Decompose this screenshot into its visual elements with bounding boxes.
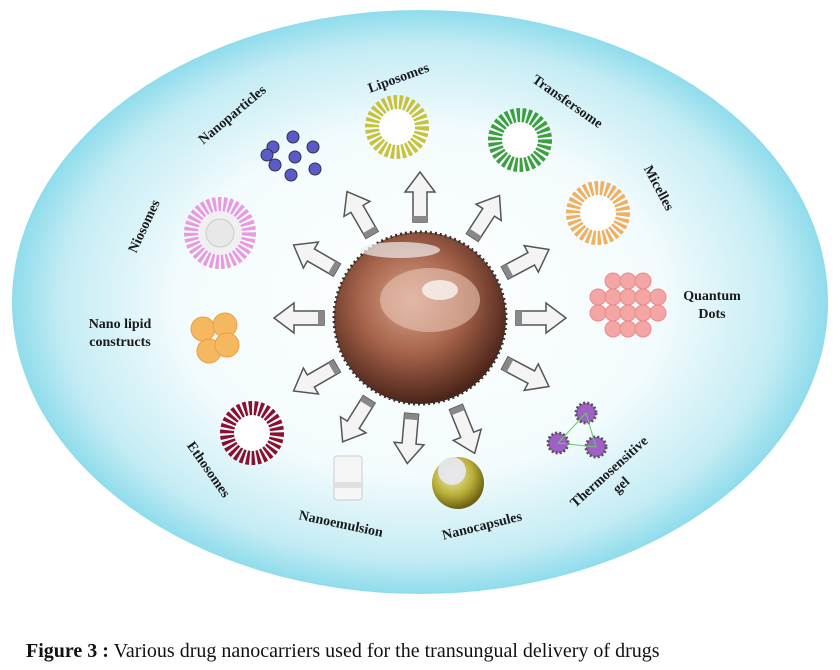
caption-prefix: Figure 3 :	[26, 640, 109, 662]
arrow-icon	[403, 170, 437, 223]
arrow-icon	[465, 194, 503, 243]
thermosensitive-gel-icon	[546, 401, 608, 459]
arrow-icon	[448, 403, 483, 455]
liposomes-icon	[365, 95, 429, 159]
nano-lipid-constructs-icon	[190, 312, 240, 364]
arrow-icon	[515, 301, 568, 335]
niosomes-icon	[184, 197, 256, 269]
arrow-icon	[339, 394, 377, 443]
nano-lipid-constructs-label: Nano lipid constructs	[89, 317, 152, 350]
arrow-icon	[343, 190, 380, 240]
arrow-icon	[392, 412, 426, 465]
caption-text: Various drug nanocarriers used for the t…	[108, 640, 660, 662]
arrow-icon	[500, 355, 551, 392]
transfersome-icon	[488, 108, 552, 172]
fingernail-image	[332, 230, 508, 406]
label-line: Nano lipid	[89, 317, 152, 332]
arrow-icon	[292, 358, 342, 395]
quantum-dots-icon	[589, 272, 667, 338]
arrow-icon	[292, 241, 342, 278]
micelles-icon	[566, 181, 630, 245]
nanocapsules-icon	[432, 457, 484, 509]
label-line-2: Dots	[698, 307, 726, 322]
nanoemulsion-icon	[333, 455, 363, 501]
arrow-icon	[500, 244, 551, 281]
figure-caption: Figure 3 : Various drug nanocarriers use…	[26, 640, 660, 663]
label-line: Quantum	[683, 289, 741, 304]
label-line-2: constructs	[89, 335, 151, 350]
ethosomes-icon	[220, 401, 284, 465]
arrow-icon	[272, 301, 325, 335]
nanocarrier-nano-lipid-constructs: Nano lipid constructs	[89, 312, 240, 364]
nanoparticles-icon	[260, 130, 322, 182]
